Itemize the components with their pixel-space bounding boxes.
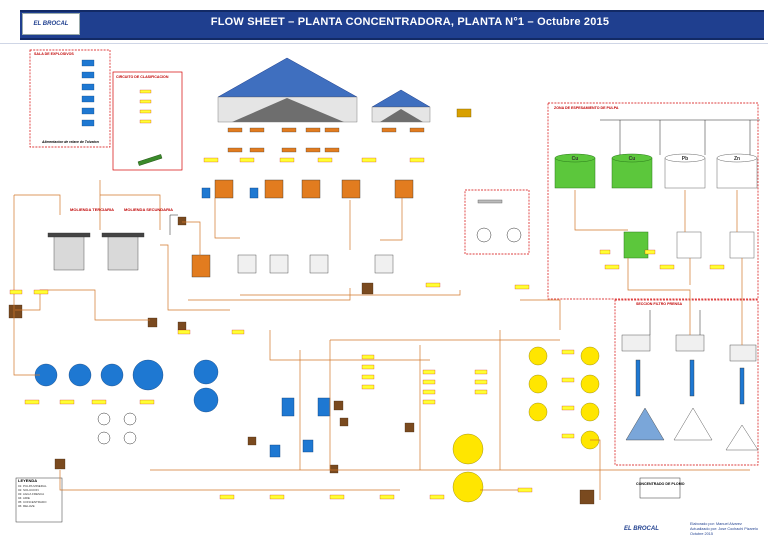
fan-marks xyxy=(97,227,522,445)
storage-pile-large xyxy=(232,98,344,122)
thickener-pb-label: Pb xyxy=(681,156,689,162)
title-band xyxy=(20,10,764,40)
footer-updater: Actualizado por: Jose Cochachi Pizarelo xyxy=(690,527,758,531)
loader-icon xyxy=(456,108,472,118)
legend-title: LEYENDA xyxy=(18,478,38,483)
filter-box xyxy=(614,299,759,466)
tertiary-mill-label: MOLIENDA TERCIARIA xyxy=(70,207,115,212)
company-logo: EL BROCAL xyxy=(22,13,80,35)
mid-tanks xyxy=(201,187,331,458)
storage-roof-large xyxy=(217,57,358,98)
thickener-zn-label: Zn xyxy=(733,156,741,162)
thickener-group xyxy=(554,153,758,259)
footer-date: Octubre 2015 xyxy=(690,532,714,536)
filter-units xyxy=(621,334,759,451)
page-title: FLOW SHEET – PLANTA CONCENTRADORA, PLANT… xyxy=(210,16,610,28)
feeder-row xyxy=(227,127,425,153)
footer-logo: EL BROCAL xyxy=(624,526,659,532)
feed-box-title: SALA DE EXPLOSIVOS xyxy=(34,52,74,56)
filter-box-title: SECCION FILTRO PRENSA xyxy=(636,302,683,306)
aux-box xyxy=(464,189,530,255)
footer-author: Elaborado por: Manuel Alvarez xyxy=(690,522,742,526)
reference-box xyxy=(639,477,681,499)
legend-box xyxy=(15,477,63,523)
flotation-box-title: ZONA DE ESPESAMIENTO DE PULPA xyxy=(554,106,619,110)
tag-labels xyxy=(9,89,725,500)
black-lines xyxy=(169,119,760,335)
feed-box-caption: Alimentacion de relave de Tolvaton xyxy=(42,140,99,144)
secondary-mill-label: MOLIENDA SECUNDARIA xyxy=(124,207,173,212)
flotation-cells xyxy=(452,346,600,503)
feed-hoppers xyxy=(81,59,95,127)
header-divider xyxy=(0,43,768,44)
thickener-cu-2-label: Cu xyxy=(628,156,636,162)
storage-roof-small xyxy=(371,89,431,108)
flow-lines xyxy=(13,180,750,500)
concentrate-label: CONCENTRADO DE PLOMO xyxy=(636,482,685,486)
legend-item: 01: PULPA MINERAL xyxy=(18,484,47,488)
legend-item: 02: SOLUCION xyxy=(18,488,39,492)
classification-box xyxy=(112,71,183,171)
classification-title: CIRCUITO DE CLASIFICACION xyxy=(116,75,169,79)
pump-bank-left xyxy=(34,359,219,413)
storage-pile-small xyxy=(380,109,423,122)
legend-item: 06: RELAVE xyxy=(18,504,35,508)
thickener-cu-1-label: Cu xyxy=(571,156,579,162)
legend-item: 03: AGUA FRESCA xyxy=(18,492,45,496)
mill-units xyxy=(47,232,145,271)
legend-item: 05: CONCENTRADO xyxy=(18,500,47,504)
conveyors xyxy=(137,154,503,204)
legend-item: 04: AIRE xyxy=(18,496,30,500)
flotation-box xyxy=(547,102,759,300)
hopper-row xyxy=(191,179,414,278)
header: EL BROCAL FLOW SHEET – PLANTA CONCENTRAD… xyxy=(0,0,768,46)
feed-box xyxy=(29,49,111,148)
pump-squares xyxy=(8,216,595,505)
